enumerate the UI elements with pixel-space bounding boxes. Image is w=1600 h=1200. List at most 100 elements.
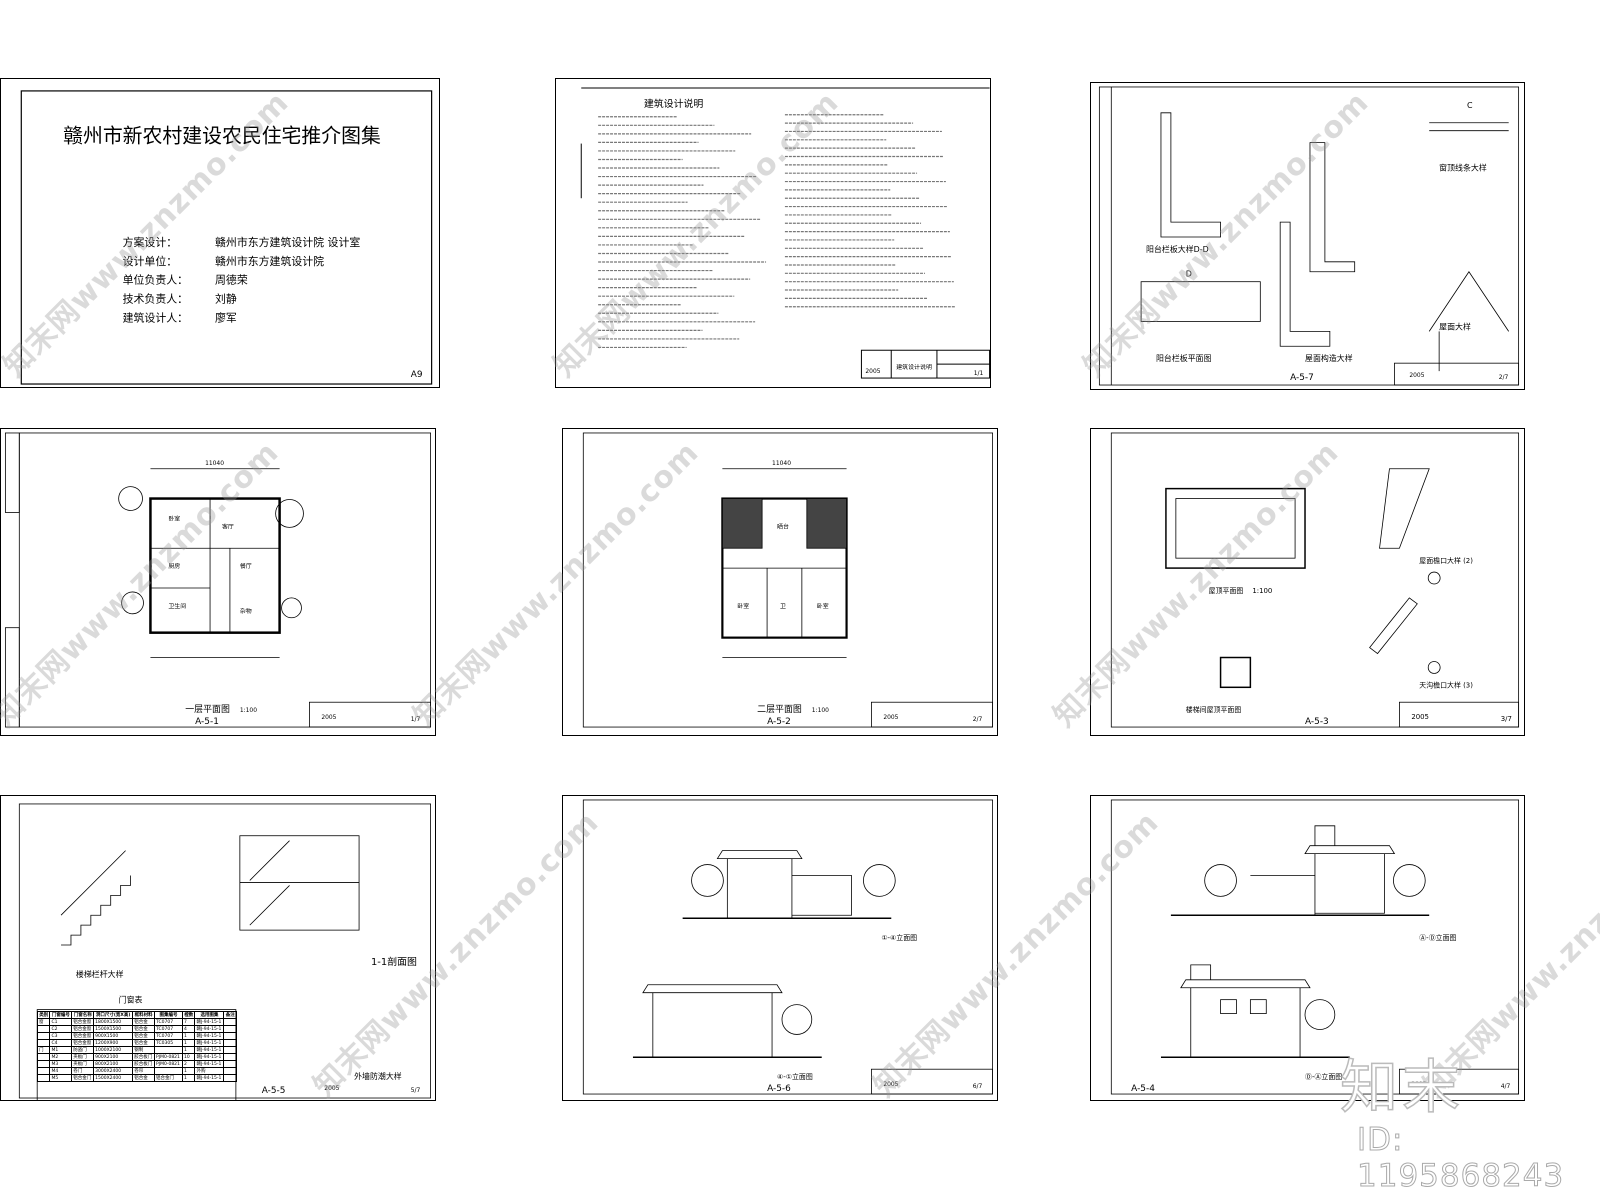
cover-value: 赣州市东方建筑设计院 设计室: [215, 235, 360, 249]
cover-value: 廖军: [215, 310, 237, 324]
image-id: ID: 1195868243: [1357, 1122, 1565, 1195]
table-cell: TC0707: [154, 1032, 183, 1040]
dimension-total: 11040: [772, 460, 791, 467]
table-cell: 铝合金: [132, 1025, 156, 1033]
table-cell: 胶合板门: [132, 1060, 156, 1068]
table-cell: 赣J-94-15-1: [194, 1039, 225, 1047]
plan-scale: 1:100: [1252, 587, 1272, 595]
table-cell: 铝合金窗: [71, 1018, 95, 1026]
table-cell: [154, 1046, 183, 1054]
cover-label: 建筑设计人：: [123, 310, 188, 324]
table-cell: 铝合金: [132, 1039, 156, 1047]
cover-title: 赣州市新农村建设农民住宅推介图集: [63, 125, 381, 148]
room-label: 卧室: [737, 602, 749, 610]
table-cell: C3: [49, 1032, 73, 1040]
block-page: 2/7: [1499, 374, 1509, 381]
cover-value: 赣州市东方建筑设计院: [215, 254, 324, 268]
table-cell: 赣J-94-15-1: [194, 1018, 225, 1026]
table-cell: 赣J-94-15-1: [194, 1032, 225, 1040]
table-cell: 赣J-94-15-1: [194, 1060, 225, 1068]
block-page: 6/7: [973, 1083, 983, 1090]
elevation-title: ④-①立面图: [777, 1072, 813, 1081]
detail-label: 屋面大样: [1439, 321, 1471, 331]
detail-label: 天沟檐口大样 (3): [1419, 680, 1473, 689]
table-cell: 夹板门: [71, 1053, 95, 1061]
table-cell: 1200X900: [93, 1039, 134, 1047]
detail-title: 外墙防潮大样: [354, 1071, 402, 1081]
notes-title: 建筑设计说明: [644, 97, 704, 110]
design-notes-sheet: 建筑设计说明 建筑设计说明 2005 1/1: [555, 78, 991, 388]
detail-title: 楼梯栏杆大样: [76, 969, 124, 979]
table-cell: 1800X1500: [93, 1018, 134, 1026]
roof-plan-sheet: 屋顶平面图 1:100 楼梯间屋顶平面图 屋面檐口大样 (2) 天沟檐口大样 (…: [1090, 428, 1525, 736]
table-cell: C2: [49, 1025, 73, 1033]
table-cell: 铝合金门: [154, 1074, 183, 1082]
table-header: 备注: [223, 1011, 237, 1019]
table-cell: 800X2100: [93, 1060, 134, 1068]
room-label: 卫生间: [168, 602, 186, 610]
znzmo-logo: 知末: [1339, 1052, 1465, 1122]
block-page: 2/7: [973, 716, 983, 723]
room-label: 卧室: [817, 602, 829, 610]
table-header: 框料材料: [132, 1011, 156, 1019]
room-label: 厨房: [168, 562, 180, 570]
table-cell: TC0305: [154, 1039, 183, 1047]
table-cell: C1: [49, 1018, 73, 1026]
section-sheet: 楼梯栏杆大样 1-1剖面图 外墙防潮大样 门窗表 2005 5/7 A-5-5 …: [0, 795, 436, 1101]
block-page: 4/7: [1501, 1083, 1511, 1090]
table-cell: [36, 1032, 51, 1040]
table-cell: 卷门: [71, 1067, 95, 1075]
block-year: 2005: [321, 714, 336, 721]
table-cell: [223, 1067, 237, 1075]
table-cell: TC0707: [154, 1025, 183, 1033]
block-page: 3/7: [1501, 715, 1512, 723]
detail-label: 阳台栏板大样D-D: [1146, 244, 1209, 254]
table-header: 类别: [36, 1011, 51, 1019]
table-cell: 1500X1500: [93, 1025, 134, 1033]
block-year: 2005: [865, 368, 880, 375]
table-cell: [223, 1032, 237, 1040]
section-title: 1-1剖面图: [371, 955, 417, 968]
table-cell: [36, 1039, 51, 1047]
first-floor-plan-sheet: 卧室 客厅 厨房 餐厅 卫生间 杂物 11040 一层平面图 1:100 200…: [0, 428, 436, 736]
sheet-number: A9: [411, 370, 423, 380]
table-cell: [154, 1067, 183, 1075]
table-cell: 铝合金: [132, 1074, 156, 1082]
table-cell: TC0707: [154, 1018, 183, 1026]
notes-text-lines: [598, 114, 956, 349]
table-cell: 2: [181, 1060, 196, 1068]
detail-label: 阳台栏板平面图: [1156, 353, 1212, 363]
detail-label: 屋面檐口大样 (2): [1419, 556, 1473, 565]
table-cell: 铝合金: [132, 1018, 156, 1026]
table-cell: 外购: [194, 1067, 225, 1075]
room-label: 晒台: [777, 522, 789, 530]
detail-label: 窗顶线条大样: [1439, 162, 1487, 172]
block-year: 2005: [324, 1085, 339, 1092]
table-cell: 铝合金: [132, 1032, 156, 1040]
table-cell: [36, 1067, 51, 1075]
sheet-code: A-5-7: [1290, 373, 1314, 383]
block-year: 2005: [1411, 1081, 1426, 1088]
plan-scale: 1:100: [812, 707, 829, 714]
elevations-1-4-sheet: ①-④立面图 ④-①立面图 2005 6/7 A-5-6: [562, 795, 998, 1101]
sheet-code: A-5-2: [767, 717, 791, 727]
table-cell: [36, 1025, 51, 1033]
table-cell: PJM0-0821: [154, 1053, 183, 1061]
elevation-title: Ⓓ-Ⓐ立面图: [1305, 1072, 1342, 1081]
table-cell: 1: [181, 1046, 196, 1054]
dimension-total: 11040: [205, 460, 224, 467]
cover-label: 技术负责人：: [123, 292, 188, 306]
table-header: 樘数: [181, 1011, 196, 1019]
block-page: 5/7: [411, 1087, 421, 1094]
table-cell: 900X2100: [93, 1053, 134, 1061]
table-header: 图集编号: [154, 1011, 183, 1019]
elevation-title: ①-④立面图: [881, 933, 917, 942]
block-page: 1/1: [974, 370, 984, 377]
plan-scale: 1:100: [240, 707, 257, 714]
table-cell: 1: [181, 1032, 196, 1040]
